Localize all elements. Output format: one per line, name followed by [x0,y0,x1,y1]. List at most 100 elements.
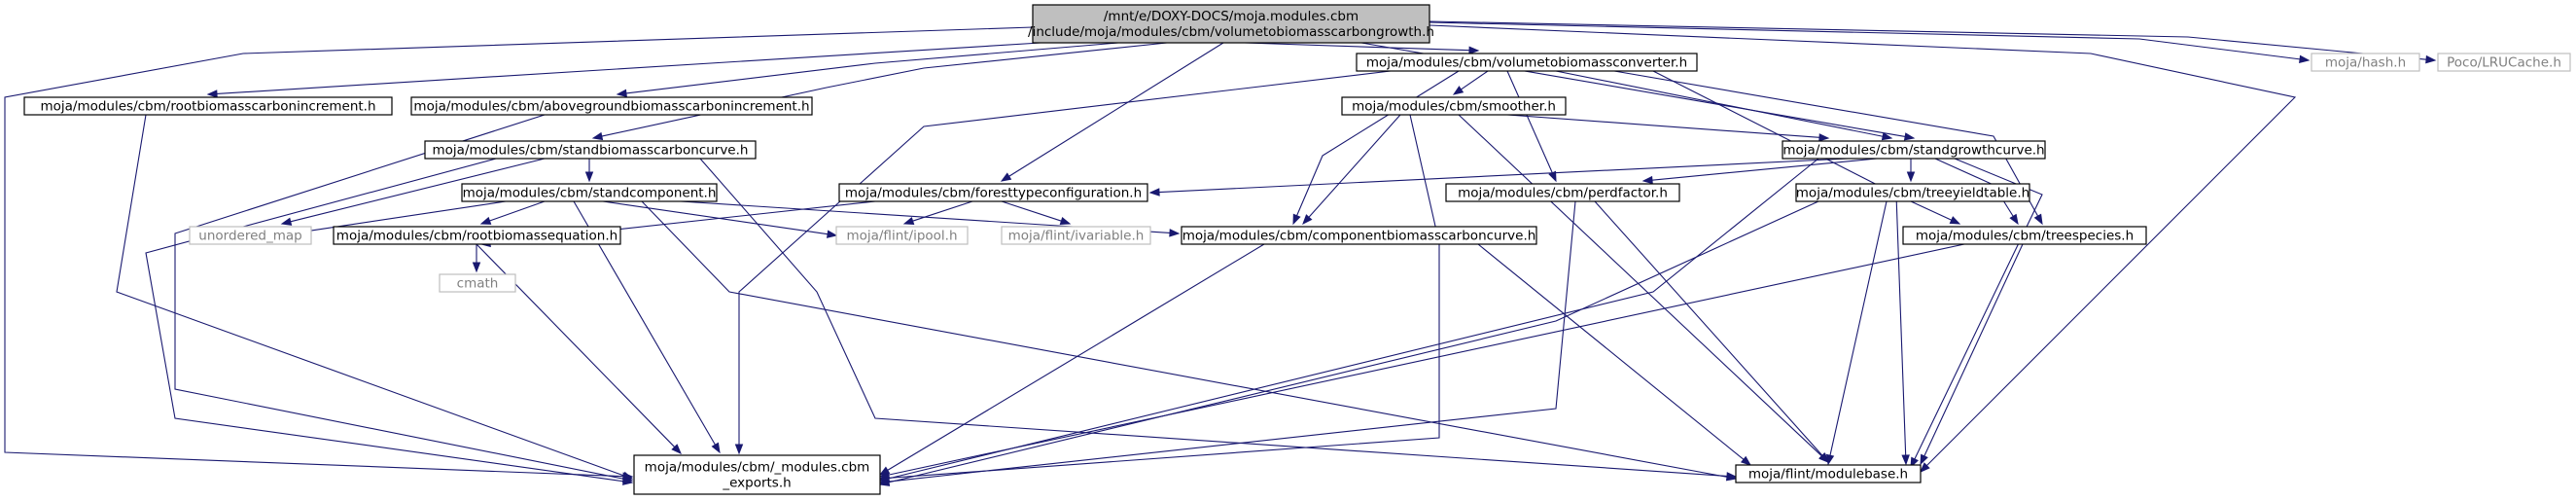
node-smoother[interactable]: moja/modules/cbm/smoother.h [1341,96,1567,116]
edge-standbiomasscarboncurve-to-cbm_exports [145,158,634,485]
edge-line [1308,114,1401,218]
arrowhead [1903,132,1916,141]
arrowhead [1468,46,1480,54]
node-perdfactor[interactable]: moja/modules/cbm/perdfactor.h [1445,183,1680,202]
node-cmath: cmath [439,273,516,293]
arrowhead [1906,171,1916,183]
edge-line [888,114,1440,479]
node-rootbiomassequation[interactable]: moja/modules/cbm/rootbiomassequation.h [333,226,621,245]
node-label: /include/moja/modules/cbm/volumetobiomas… [1028,24,1434,40]
node-abovegroundbiomasscarbonincrement[interactable]: moja/modules/cbm/abovegroundbiomasscarbo… [410,96,813,116]
edge-standgrowthcurve-to-foresttypeconfiguration [1148,158,1849,197]
arrowhead [1148,188,1160,197]
node-ivariable: moja/flint/ivariable.h [1001,226,1151,245]
node-box [2311,53,2420,72]
arrowhead [1302,214,1313,226]
arrowhead [1825,453,1835,466]
node-lrucache: Poco/LRUCache.h [2437,53,2571,72]
node-standgrowthcurve[interactable]: moja/modules/cbm/standgrowthcurve.h [1782,140,2046,160]
node-box [2437,53,2571,72]
arrowhead [1949,216,1961,225]
node-hash: moja/hash.h [2311,53,2420,72]
arrowhead [711,442,721,454]
arrowhead [2299,54,2311,64]
node-label: moja/hash.h [2325,55,2406,71]
node-label: moja/flint/modulebase.h [1748,467,1908,483]
node-box [461,183,718,202]
node-label: moja/modules/cbm/treeyieldtable.h [1796,186,2029,201]
node-cbm_exports[interactable]: moja/modules/cbm/_modules.cbm_exports.h [633,454,881,495]
node-foresttypeconfiguration[interactable]: moja/modules/cbm/foresttypeconfiguration… [838,183,1148,202]
arrowhead [2425,54,2437,64]
node-box [1782,140,2046,160]
edge-root-to-volumetobiomassconverter [1244,42,1480,54]
node-standbiomasscarboncurve[interactable]: moja/modules/cbm/standbiomasscarboncurve… [424,140,757,160]
arrowhead [616,89,627,98]
arrowhead [1920,453,1928,466]
edge-standcomponent-to-ipool [602,200,838,238]
arrowhead [1000,172,1012,182]
edge-root-to-foresttypeconfiguration [1000,42,1224,182]
edge-componentbiomasscarboncurve-to-modulebase [1477,243,1752,466]
edge-rootbiomassequation-to-cmath [472,244,481,273]
node-treespecies[interactable]: moja/modules/cbm/treespecies.h [1902,226,2147,245]
node-label: moja/modules/cbm/standgrowthcurve.h [1782,143,2044,159]
arrowhead [1292,213,1301,226]
node-label: Poco/LRUCache.h [2447,55,2561,71]
edge-perdfactor-to-modulebase [1594,200,1829,464]
node-box [633,454,881,495]
edge-root-to-abovegroundbiomasscarbonincrement [616,42,1119,98]
node-treeyieldtable[interactable]: moja/modules/cbm/treeyieldtable.h [1795,183,2030,202]
edge-volumetobiomassconverter-to-smoother [1452,70,1489,95]
node-label: moja/modules/cbm/foresttypeconfiguration… [845,186,1142,201]
node-label: moja/modules/cbm/rootbiomasscarbonincrem… [40,99,375,115]
arrowhead [1740,455,1752,466]
edge-smoother-to-cbm_exports [878,114,1440,483]
node-rootbiomasscarbonincrement[interactable]: moja/modules/cbm/rootbiomasscarbonincrem… [23,96,393,116]
edge-line [641,200,1728,478]
edge-line [1461,70,1489,90]
edges-layer [4,20,2437,486]
edge-line [1296,70,1460,216]
node-volumetobiomassconverter[interactable]: moja/modules/cbm/volumetobiomassconverte… [1356,53,1698,72]
edge-line [1001,200,1062,222]
node-label: moja/flint/ipool.h [846,229,957,244]
node-box [23,96,393,116]
edge-line [738,70,1392,445]
edge-line [1829,200,1888,456]
edge-root-to-cbm_exports [4,26,1034,481]
edge-line [1923,243,2024,457]
edge-line [1506,114,1820,138]
node-label: moja/modules/cbm/treespecies.h [1916,229,2134,244]
edge-line [1555,70,1884,137]
node-box [410,96,813,116]
node-modulebase[interactable]: moja/flint/modulebase.h [1735,464,1922,483]
edge-componentbiomasscarboncurve-to-cbm_exports [878,243,1265,476]
arrowhead [1452,86,1464,95]
arrowhead [671,444,682,454]
edge-line [1458,114,1822,457]
edge-standbiomasscarboncurve-to-modulebase [699,158,1738,481]
edge-root-to-hash [1429,21,2311,64]
node-standcomponent[interactable]: moja/modules/cbm/standcomponent.h [461,183,718,202]
node-label: /mnt/e/DOXY-DOCS/moja.modules.cbm [1104,9,1359,24]
edge-line [290,158,546,223]
node-box [1735,464,1922,483]
edge-smoother-to-standgrowthcurve [1506,114,1830,142]
edge-smoother-to-modulebase [1458,114,1830,463]
node-label: moja/modules/cbm/standcomponent.h [463,186,717,201]
edge-line [1594,200,1823,456]
arrowhead [479,216,492,225]
edge-line [601,42,1168,137]
node-label: moja/modules/cbm/componentbiomasscarbonc… [1182,229,1536,244]
node-label: moja/flint/ivariable.h [1008,229,1145,244]
arrowhead [280,217,293,226]
arrowhead [622,477,634,485]
node-label: _exports.h [722,476,791,491]
node-label: moja/modules/cbm/_modules.cbm [645,460,870,476]
edge-line [1429,20,2427,60]
node-label: unordered_map [198,229,301,244]
node-componentbiomasscarboncurve[interactable]: moja/modules/cbm/componentbiomasscarbonc… [1181,226,1537,245]
arrowhead [1725,473,1738,482]
